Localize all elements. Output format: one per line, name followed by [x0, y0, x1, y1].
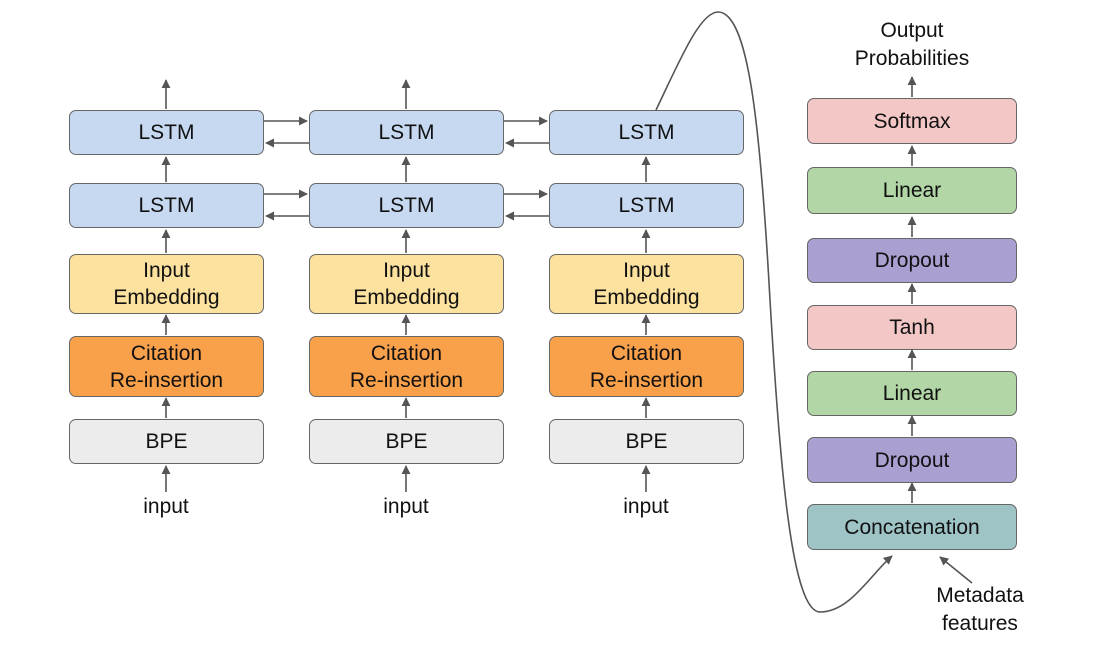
dropout-bottom-box: Dropout	[807, 437, 1017, 483]
arrow-lstm-to-concatenation	[655, 11, 893, 613]
linear-bottom-box: Linear	[807, 371, 1017, 416]
input-embedding-col3: Input Embedding	[549, 254, 744, 314]
lstm-top-col1: LSTM	[69, 110, 264, 155]
input-embedding-col2: Input Embedding	[309, 254, 504, 314]
lstm-bottom-col3: LSTM	[549, 183, 744, 228]
bpe-col2: BPE	[309, 419, 504, 464]
tanh-box: Tanh	[807, 305, 1017, 350]
concatenation-box: Concatenation	[807, 504, 1017, 550]
lstm-top-col2: LSTM	[309, 110, 504, 155]
input-label-col3: input	[623, 495, 669, 518]
lstm-bottom-col1: LSTM	[69, 183, 264, 228]
softmax-box: Softmax	[807, 98, 1017, 144]
citation-reinsertion-col2: Citation Re-insertion	[309, 336, 504, 397]
citation-reinsertion-col3: Citation Re-insertion	[549, 336, 744, 397]
input-label-col2: input	[383, 495, 429, 518]
linear-top-box: Linear	[807, 167, 1017, 214]
dropout-top-box: Dropout	[807, 238, 1017, 283]
input-embedding-col1: Input Embedding	[69, 254, 264, 314]
citation-reinsertion-col1: Citation Re-insertion	[69, 336, 264, 397]
input-label-col1: input	[143, 495, 189, 518]
lstm-bottom-col2: LSTM	[309, 183, 504, 228]
bpe-col1: BPE	[69, 419, 264, 464]
metadata-features-label: Metadata features	[936, 584, 1024, 635]
bpe-col3: BPE	[549, 419, 744, 464]
lstm-top-col3: LSTM	[549, 110, 744, 155]
output-probabilities-label: Output Probabilities	[854, 19, 970, 70]
arrow-metadata-concatenation	[939, 556, 973, 584]
